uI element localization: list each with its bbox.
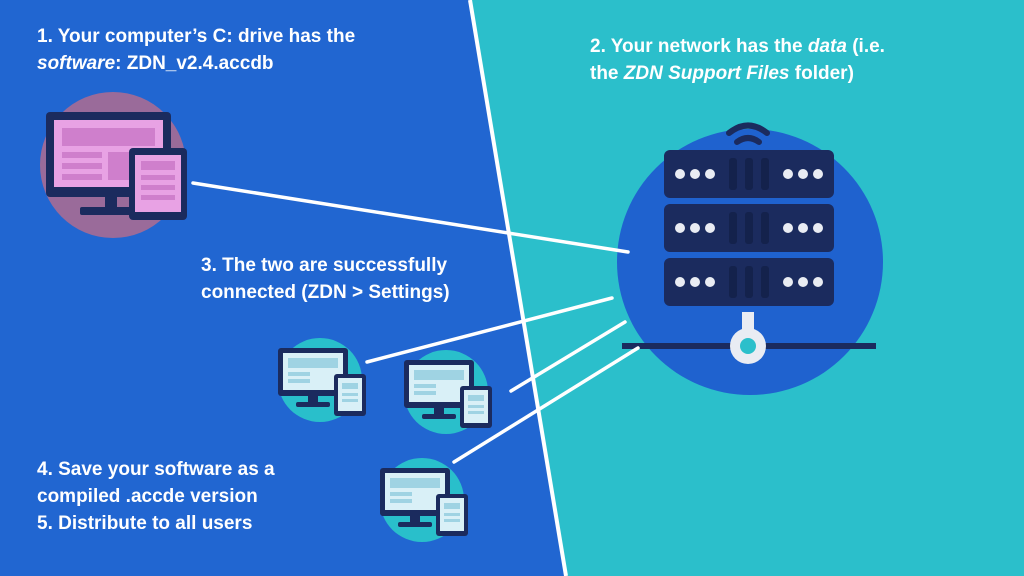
step-3-line-2: connected (ZDN > Settings)	[201, 282, 450, 303]
divider-line	[468, 0, 568, 576]
rack-unit	[664, 204, 834, 252]
step-2-line-2: the ZDN Support Files folder)	[590, 60, 885, 87]
step-1-filename: : ZDN_v2.4.accdb	[115, 53, 274, 74]
user-computer-icon	[380, 458, 468, 542]
step-1-line-1: 1. Your computer’s C: drive has the	[37, 26, 356, 47]
step-3-text: 3. The two are successfully connected (Z…	[201, 252, 450, 306]
connection-line-user-2	[509, 320, 627, 393]
data-emphasis: data	[807, 36, 847, 57]
step-2-text-d: folder)	[789, 63, 854, 84]
step-1-text: 1. Your computer’s C: drive has the soft…	[37, 23, 355, 77]
step-4-5-text: 4. Save your software as a compiled .acc…	[37, 456, 275, 537]
step-2-text: 2. Your network has the data (i.e. the Z…	[590, 33, 885, 87]
connection-line-main	[191, 181, 630, 254]
software-emphasis: software	[37, 53, 116, 74]
server-rack-icon	[617, 122, 883, 395]
step-3-line-1: 3. The two are successfully	[201, 255, 448, 276]
step-2-text-b: (i.e.	[846, 36, 885, 57]
rack-unit	[664, 150, 834, 198]
step-4-line-1: 4. Save your software as a	[37, 459, 275, 480]
step-5-line: 5. Distribute to all users	[37, 513, 253, 534]
step-4-line-2: compiled .accde version	[37, 486, 258, 507]
rack-unit	[664, 258, 834, 306]
support-files-emphasis: ZDN Support Files	[623, 63, 790, 84]
step-2-text-a: 2. Your network has the	[590, 36, 808, 57]
step-1-line-2: software: ZDN_v2.4.accdb	[37, 50, 355, 77]
main-computer-icon	[40, 92, 187, 238]
step-2-line-1: 2. Your network has the data (i.e.	[590, 33, 885, 60]
user-computer-icon	[278, 338, 366, 422]
step-2-text-c: the	[590, 63, 624, 84]
connection-line-user-1	[365, 296, 614, 364]
user-computer-icon	[404, 350, 492, 434]
connection-line-user-3	[452, 346, 640, 464]
